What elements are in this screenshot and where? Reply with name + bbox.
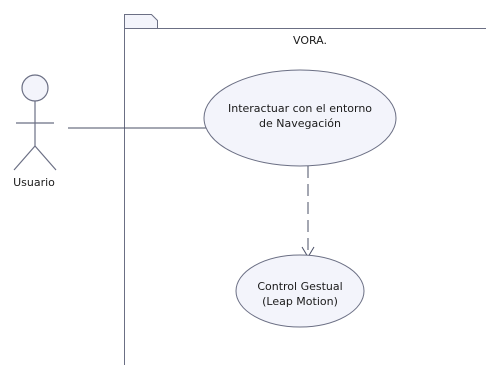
use-case-1-label: Interactuar con el entorno de Navegación xyxy=(210,101,390,131)
use-case-2-line1: Control Gestual xyxy=(257,280,343,293)
system-boundary xyxy=(124,28,486,365)
use-case-2-line2: (Leap Motion) xyxy=(262,295,338,308)
use-case-2-ellipse[interactable] xyxy=(235,254,365,328)
use-case-2-label: Control Gestual (Leap Motion) xyxy=(240,279,360,309)
use-case-1-line1: Interactuar con el entorno xyxy=(227,102,373,115)
system-boundary-tab xyxy=(124,14,158,29)
use-case-1-line2: de Navegación xyxy=(258,117,342,130)
actor-right-leg xyxy=(34,145,57,171)
actor-left-leg xyxy=(13,145,36,171)
system-title: VORA. xyxy=(292,34,327,47)
use-case-1-ellipse[interactable] xyxy=(203,69,397,167)
actor-head xyxy=(21,74,49,102)
actor-label: Usuario xyxy=(13,176,55,189)
actor-figure xyxy=(13,74,57,171)
